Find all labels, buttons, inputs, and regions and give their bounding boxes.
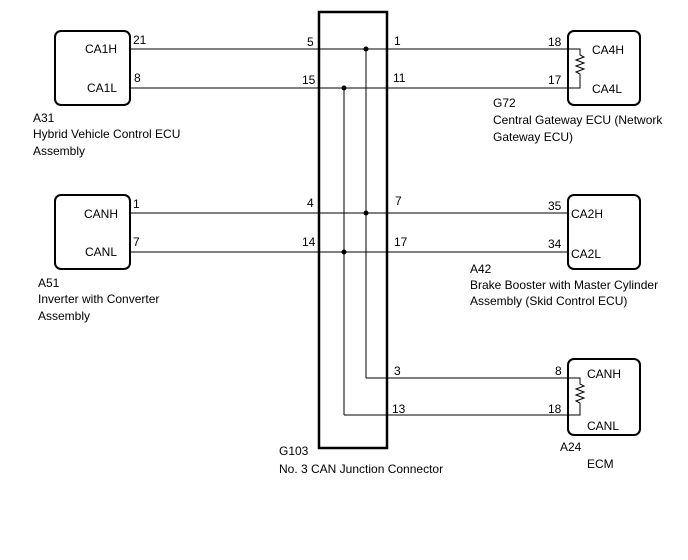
a24-terminal-canh: CANH <box>587 367 621 381</box>
termination-resistor-icon <box>568 377 586 416</box>
g72-code: G72 <box>493 96 516 110</box>
a31-terminal-ca1h: CA1H <box>85 42 117 56</box>
a42-terminal-ca2l: CA2L <box>571 247 601 261</box>
a51-terminal-canl: CANL <box>85 245 117 259</box>
a31-pin-21: 21 <box>133 33 147 47</box>
a51-terminal-canh: CANH <box>84 207 118 221</box>
ecu-box-a42 <box>567 194 641 270</box>
g103-name: No. 3 CAN Junction Connector <box>279 462 443 476</box>
g103-pin-3: 3 <box>394 364 401 378</box>
ecu-box-a31 <box>54 30 131 106</box>
a42-name-line2: Assembly (Skid Control ECU) <box>470 294 627 308</box>
ecu-box-a24 <box>567 358 641 436</box>
g103-pin-4: 4 <box>307 196 314 210</box>
a24-name: ECM <box>587 457 614 471</box>
g103-pin-15: 15 <box>302 73 316 87</box>
a31-name-line1: Hybrid Vehicle Control ECU <box>33 127 180 141</box>
a51-pin-1: 1 <box>133 197 140 211</box>
a42-pin-35: 35 <box>548 199 562 213</box>
a51-name-line1: Inverter with Converter <box>38 292 159 306</box>
a51-name-line2: Assembly <box>38 309 90 323</box>
junction-connector-g103 <box>317 10 389 450</box>
a31-name-line2: Assembly <box>33 144 85 158</box>
g103-pin-7: 7 <box>395 194 402 208</box>
a42-code: A42 <box>470 262 492 276</box>
g103-pin-14: 14 <box>302 235 316 249</box>
a51-code: A51 <box>38 276 60 290</box>
a31-terminal-ca1l: CA1L <box>87 81 117 95</box>
g72-name-line2: Gateway ECU) <box>493 130 573 144</box>
a24-pin-18: 18 <box>548 402 562 416</box>
a42-terminal-ca2h: CA2H <box>571 207 603 221</box>
g103-code: G103 <box>279 444 309 458</box>
a42-name-line1: Brake Booster with Master Cylinder <box>470 278 658 292</box>
a24-pin-8: 8 <box>555 364 562 378</box>
splice-dot <box>341 249 347 255</box>
splice-dot <box>341 85 347 91</box>
g103-pin-17: 17 <box>394 235 408 249</box>
g72-terminal-ca4l: CA4L <box>592 82 622 96</box>
a31-pin-8: 8 <box>134 71 141 85</box>
a42-pin-34: 34 <box>548 237 562 251</box>
ecu-box-g72 <box>567 30 641 106</box>
g72-terminal-ca4h: CA4H <box>592 43 624 57</box>
g103-pin-11: 11 <box>393 71 406 85</box>
g72-pin-17: 17 <box>548 73 562 87</box>
ecu-box-a51 <box>54 194 131 270</box>
a24-terminal-canl: CANL <box>587 419 619 433</box>
termination-resistor-icon <box>568 48 586 89</box>
g103-pin-1: 1 <box>394 34 401 48</box>
g103-pin-13: 13 <box>392 402 406 416</box>
g72-pin-18: 18 <box>548 35 562 49</box>
splice-dot <box>363 46 369 52</box>
a31-code: A31 <box>33 111 55 125</box>
g103-pin-5: 5 <box>307 35 314 49</box>
splice-dot <box>363 210 369 216</box>
a24-code: A24 <box>560 440 582 454</box>
g72-name-line1: Central Gateway ECU (Network <box>493 113 663 127</box>
a51-pin-7: 7 <box>133 235 140 249</box>
